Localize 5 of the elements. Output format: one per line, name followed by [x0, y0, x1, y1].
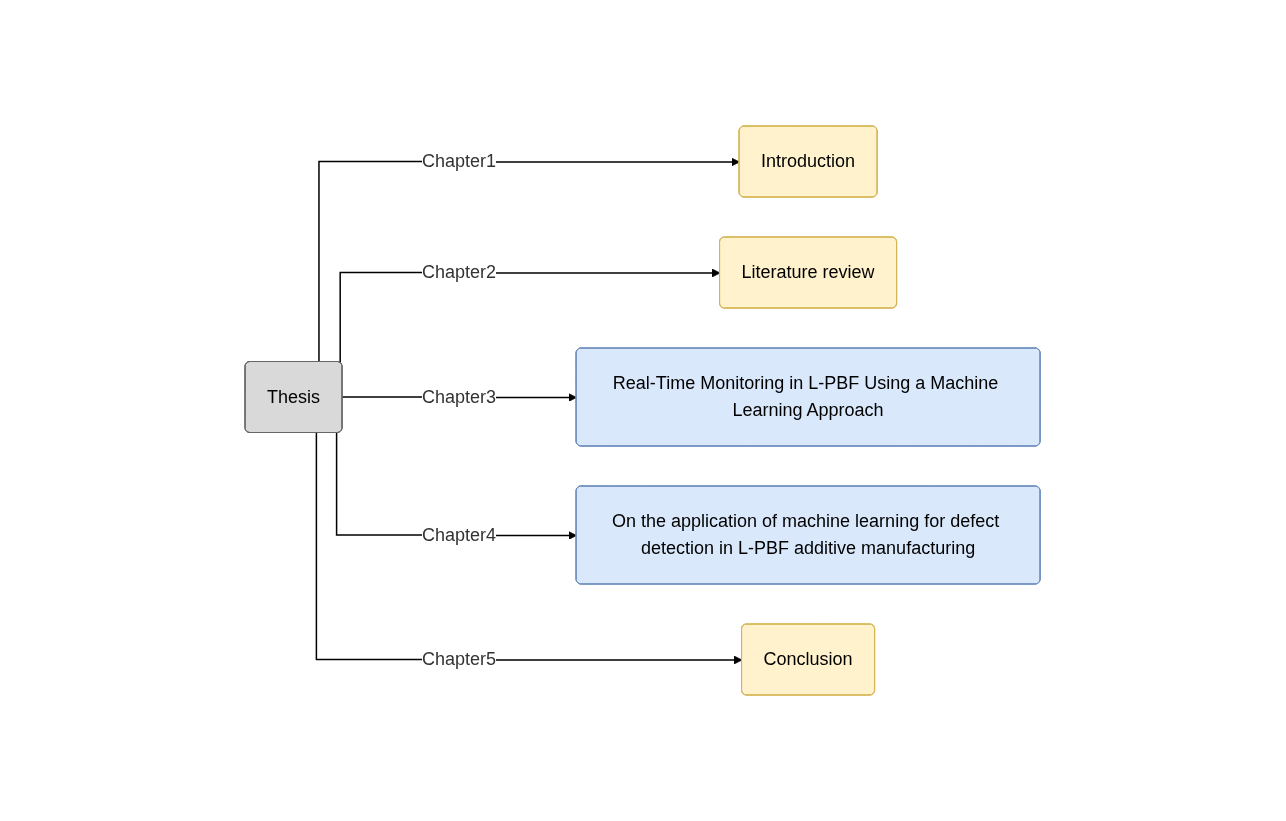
edge-label: Chapter2 — [422, 262, 497, 282]
edge-label: Chapter4 — [422, 524, 497, 545]
edge-label: Chapter1 — [422, 151, 497, 171]
edge-label: Chapter5 — [422, 649, 497, 669]
edge-label: Chapter3 — [422, 386, 497, 407]
